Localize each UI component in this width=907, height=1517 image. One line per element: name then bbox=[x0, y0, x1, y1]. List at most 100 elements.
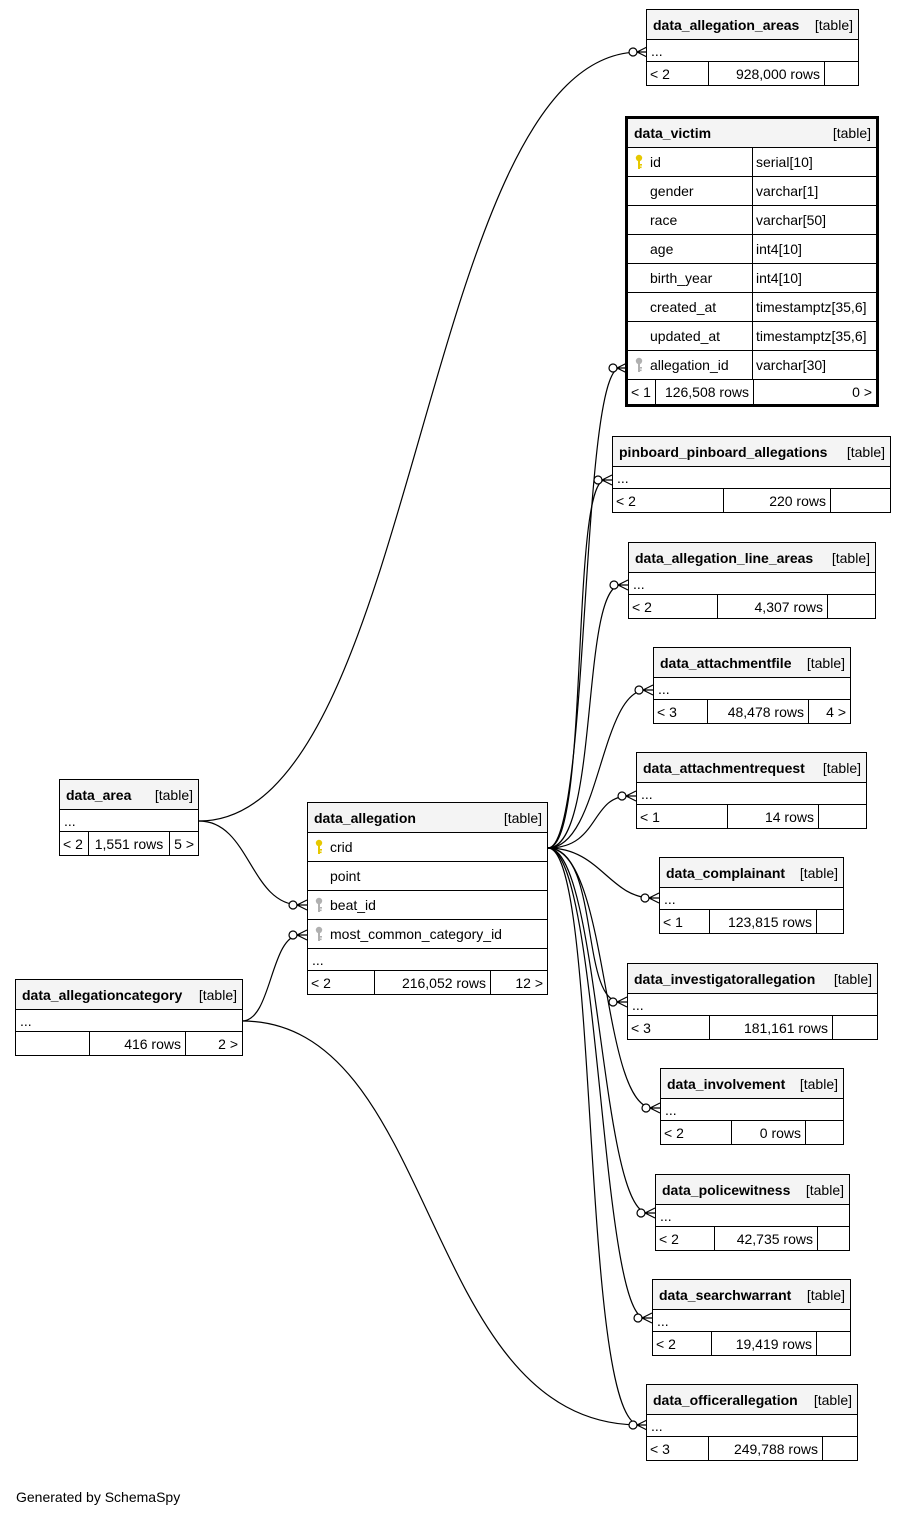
table-data-officerallegation[interactable]: data_officerallegation[table] ... < 3 24… bbox=[646, 1384, 858, 1461]
column-row: created_at timestamptz[35,6] bbox=[628, 293, 876, 322]
parents-count: < 3 bbox=[654, 700, 708, 723]
edge-area-allegation-beat bbox=[198, 820, 301, 906]
column-name: birth_year bbox=[650, 270, 713, 286]
table-type: [table] bbox=[832, 125, 871, 141]
table-name: data_complainant bbox=[666, 864, 786, 881]
optional-marker bbox=[628, 1420, 638, 1430]
parents-count: < 2 bbox=[661, 1121, 732, 1144]
children-count bbox=[828, 595, 875, 618]
table-data-allegationcategory[interactable]: data_allegationcategory[table] ... 416 r… bbox=[15, 979, 243, 1056]
children-count: 12 > bbox=[515, 974, 543, 991]
table-name: data_allegation bbox=[314, 809, 416, 826]
parents-count bbox=[16, 1032, 90, 1055]
generated-by-footer: Generated by SchemaSpy bbox=[16, 1489, 181, 1505]
table-type: [table] bbox=[198, 986, 237, 1003]
column-row: beat_id bbox=[308, 891, 547, 920]
table-name: data_investigatorallegation bbox=[634, 970, 816, 987]
columns-ellipsis: ... bbox=[637, 783, 866, 805]
table-data-policewitness[interactable]: data_policewitness[table] ... < 2 42,735… bbox=[655, 1174, 850, 1251]
table-name: data_attachmentrequest bbox=[643, 759, 805, 776]
parents-count: < 2 bbox=[647, 62, 709, 85]
table-name: data_involvement bbox=[667, 1075, 786, 1092]
columns-ellipsis: ... bbox=[60, 810, 198, 832]
children-count bbox=[806, 1121, 843, 1144]
row-count: 249,788 rows bbox=[709, 1437, 823, 1460]
row-count: 1,551 rows bbox=[89, 832, 170, 855]
children-count bbox=[818, 1227, 849, 1250]
columns-ellipsis: ... bbox=[629, 573, 875, 595]
children-count bbox=[833, 1016, 877, 1039]
column-name: created_at bbox=[650, 299, 717, 315]
table-name: data_attachmentfile bbox=[660, 654, 792, 671]
row-count: 19,419 rows bbox=[712, 1332, 817, 1355]
columns-ellipsis: ... bbox=[654, 678, 850, 700]
table-type: [table] bbox=[806, 654, 845, 671]
table-data-searchwarrant[interactable]: data_searchwarrant[table] ... < 2 19,419… bbox=[652, 1279, 851, 1356]
column-type: timestamptz[35,6] bbox=[752, 293, 876, 321]
crows-foot-marker bbox=[617, 579, 629, 591]
table-type: [table] bbox=[799, 1075, 838, 1092]
column-type: varchar[30] bbox=[752, 351, 876, 379]
columns-ellipsis: ... bbox=[661, 1099, 843, 1121]
table-data-investigatorallegation[interactable]: data_investigatorallegation[table] ... <… bbox=[627, 963, 878, 1040]
crows-foot-marker bbox=[625, 790, 637, 802]
foreign-key-icon bbox=[635, 357, 643, 372]
optional-marker bbox=[641, 1103, 651, 1113]
crows-foot-marker bbox=[642, 684, 654, 696]
table-data-involvement[interactable]: data_involvement [table] ... < 2 0 rows bbox=[660, 1068, 844, 1145]
table-pinboard-pinboard-allegations[interactable]: pinboard_pinboard_allegations[table] ...… bbox=[612, 436, 891, 513]
edge-category-allegation bbox=[241, 934, 301, 1022]
row-count: 14 rows bbox=[728, 805, 819, 828]
children-count: 0 > bbox=[852, 384, 872, 400]
children-count: 5 > bbox=[174, 835, 194, 852]
children-count: 2 > bbox=[218, 1035, 238, 1052]
table-name: data_officerallegation bbox=[653, 1391, 798, 1408]
column-name: age bbox=[650, 241, 674, 257]
edge-category-officerallegation bbox=[241, 1020, 641, 1426]
edge-allegation-attachmentfile bbox=[547, 689, 647, 849]
columns-ellipsis: ... bbox=[647, 1415, 857, 1437]
columns-ellipsis: ... bbox=[660, 888, 843, 910]
table-name: pinboard_pinboard_allegations bbox=[619, 443, 828, 460]
columns-ellipsis: ... bbox=[16, 1010, 242, 1032]
children-count: 4 > bbox=[826, 703, 846, 720]
foreign-key-icon bbox=[315, 926, 323, 941]
optional-marker bbox=[636, 1208, 646, 1218]
column-key bbox=[628, 264, 650, 292]
table-data-attachmentrequest[interactable]: data_attachmentrequest[table] ... < 1 14… bbox=[636, 752, 867, 829]
column-name: id bbox=[650, 154, 661, 170]
table-data-allegation-areas[interactable]: data_allegation_areas[table] ... < 2 928… bbox=[646, 9, 859, 86]
columns-ellipsis: ... bbox=[308, 949, 547, 971]
table-name: data_allegation_line_areas bbox=[635, 549, 814, 566]
table-name: data_victim bbox=[634, 125, 712, 141]
parents-count: < 1 bbox=[660, 910, 710, 933]
table-data-allegation-line-areas[interactable]: data_allegation_line_areas[table] ... < … bbox=[628, 542, 876, 619]
edge-allegation-pinboard bbox=[547, 479, 606, 849]
columns-ellipsis: ... bbox=[647, 40, 858, 62]
column-key bbox=[628, 148, 650, 176]
table-data-complainant[interactable]: data_complainant[table] ... < 1 123,815 … bbox=[659, 857, 844, 934]
table-type: [table] bbox=[154, 786, 193, 803]
table-type: [table] bbox=[846, 443, 885, 460]
table-name: data_searchwarrant bbox=[659, 1286, 792, 1303]
row-count: 48,478 rows bbox=[708, 700, 809, 723]
optional-marker bbox=[640, 893, 650, 903]
table-name: data_allegationcategory bbox=[22, 986, 183, 1003]
row-count: 0 rows bbox=[732, 1121, 806, 1144]
children-count bbox=[819, 805, 866, 828]
column-key bbox=[308, 862, 330, 890]
table-type: [table] bbox=[833, 970, 872, 987]
columns-ellipsis: ... bbox=[656, 1205, 849, 1227]
edge-allegation-complainant bbox=[547, 847, 653, 899]
crows-foot-marker bbox=[636, 46, 648, 58]
column-name: point bbox=[330, 868, 361, 884]
children-count bbox=[825, 62, 858, 85]
table-data-attachmentfile[interactable]: data_attachmentfile [table] ... < 3 48,47… bbox=[653, 647, 851, 724]
edge-allegation-searchwarrant bbox=[547, 847, 646, 1319]
table-data-area[interactable]: data_area[table] ... < 2 1,551 rows 5 > bbox=[59, 779, 199, 856]
